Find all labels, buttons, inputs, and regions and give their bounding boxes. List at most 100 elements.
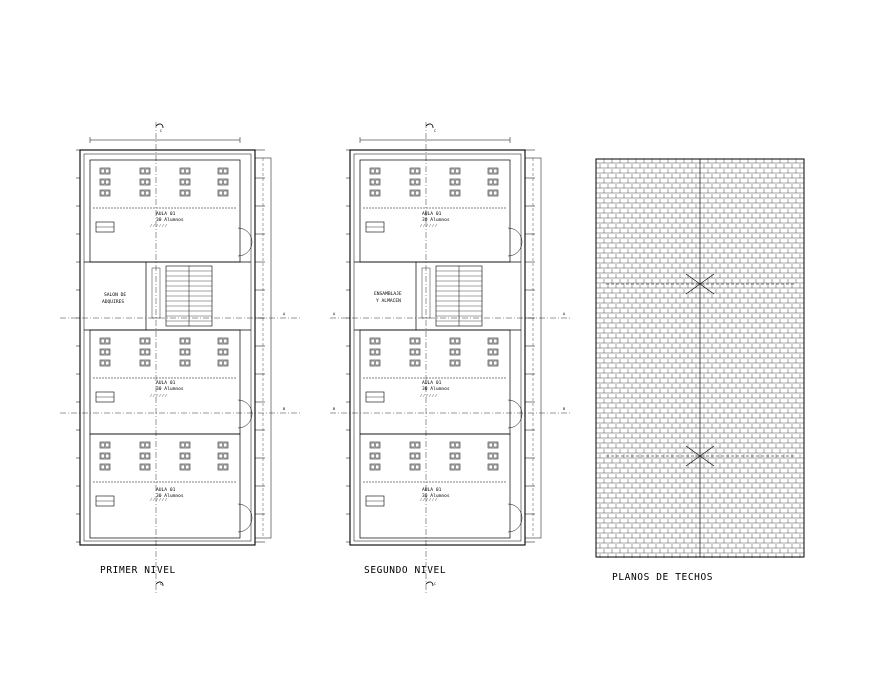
tick: [434, 497, 438, 502]
seat: [105, 179, 110, 185]
desk-group: [217, 178, 229, 186]
desk: [179, 189, 191, 197]
desk-group: [487, 178, 499, 186]
seat: [410, 349, 415, 355]
desk-group: [179, 189, 191, 197]
desk-group: [99, 463, 111, 471]
seat: [105, 190, 110, 196]
section-arrow: [155, 581, 164, 587]
desk-group: [487, 463, 499, 471]
tick: [425, 497, 429, 502]
seat: [488, 179, 493, 185]
desk-group: [487, 441, 499, 449]
tick: [434, 223, 438, 228]
seat: [493, 190, 498, 196]
seat: [375, 349, 380, 355]
desk-group: [409, 359, 421, 367]
desk: [487, 178, 499, 186]
seat: [450, 179, 455, 185]
seat: [185, 168, 190, 174]
classroom: [359, 329, 523, 435]
desk-group: [99, 441, 111, 449]
aula-sub-6: 30 Alumnos: [422, 493, 450, 499]
desk: [487, 441, 499, 449]
desk-group: [369, 359, 381, 367]
desk-group: [99, 178, 111, 186]
desk: [409, 463, 421, 471]
section-arrow: [425, 581, 434, 587]
desk-group: [179, 337, 191, 345]
hall-label-2b: Y ALMACEN: [376, 298, 401, 304]
seat: [100, 190, 105, 196]
seat: [415, 190, 420, 196]
seat: [455, 349, 460, 355]
seat: [105, 442, 110, 448]
desk: [99, 167, 111, 175]
seat: [100, 464, 105, 470]
seat: [370, 360, 375, 366]
section-a-right-2: A: [563, 312, 566, 316]
desk: [369, 359, 381, 367]
desk-group: [217, 441, 229, 449]
desk: [449, 167, 461, 175]
seat: [180, 453, 185, 459]
desk: [409, 167, 421, 175]
seat: [140, 453, 145, 459]
desk-group: [139, 348, 151, 356]
tick: [158, 223, 162, 228]
desk: [409, 337, 421, 345]
desk: [179, 359, 191, 367]
desk: [487, 337, 499, 345]
seat: [370, 338, 375, 344]
desk-group: [99, 348, 111, 356]
tick: [431, 497, 435, 502]
section-c-bot-2: C: [434, 582, 436, 586]
seat: [493, 338, 498, 344]
seat: [185, 453, 190, 459]
seat: [223, 360, 228, 366]
door-swing: [237, 503, 253, 533]
tick: [422, 223, 426, 228]
seat: [455, 360, 460, 366]
hall-label-2a: ENSAMBLAJE: [374, 291, 402, 297]
seat: [140, 179, 145, 185]
seat: [410, 338, 415, 344]
seat: [105, 453, 110, 459]
desk: [487, 359, 499, 367]
tick: [164, 497, 168, 502]
seat: [223, 349, 228, 355]
seat: [488, 168, 493, 174]
desk-group: [217, 359, 229, 367]
desk-group: [217, 463, 229, 471]
seat: [140, 464, 145, 470]
desk: [179, 178, 191, 186]
desk-group: [409, 452, 421, 460]
desk: [179, 337, 191, 345]
door-swing: [507, 399, 523, 429]
seat: [218, 168, 223, 174]
tick: [155, 393, 159, 398]
seat: [180, 349, 185, 355]
seat: [218, 179, 223, 185]
desk-group: [179, 359, 191, 367]
seat: [450, 442, 455, 448]
segundo-nivel-plan: [330, 122, 570, 594]
aula-label-2: AULA 01: [156, 380, 176, 386]
seat: [105, 464, 110, 470]
tick: [419, 497, 423, 502]
tick: [149, 393, 153, 398]
desk: [369, 441, 381, 449]
tick: [158, 497, 162, 502]
seat: [493, 453, 498, 459]
tick: [422, 393, 426, 398]
seat: [105, 360, 110, 366]
desk-group: [139, 359, 151, 367]
seat: [100, 349, 105, 355]
primer-nivel-caption: PRIMER NIVEL: [100, 565, 176, 576]
seat: [410, 360, 415, 366]
classroom-outline: [89, 433, 241, 539]
seat: [370, 464, 375, 470]
seat: [145, 349, 150, 355]
hip-line: [685, 273, 715, 295]
